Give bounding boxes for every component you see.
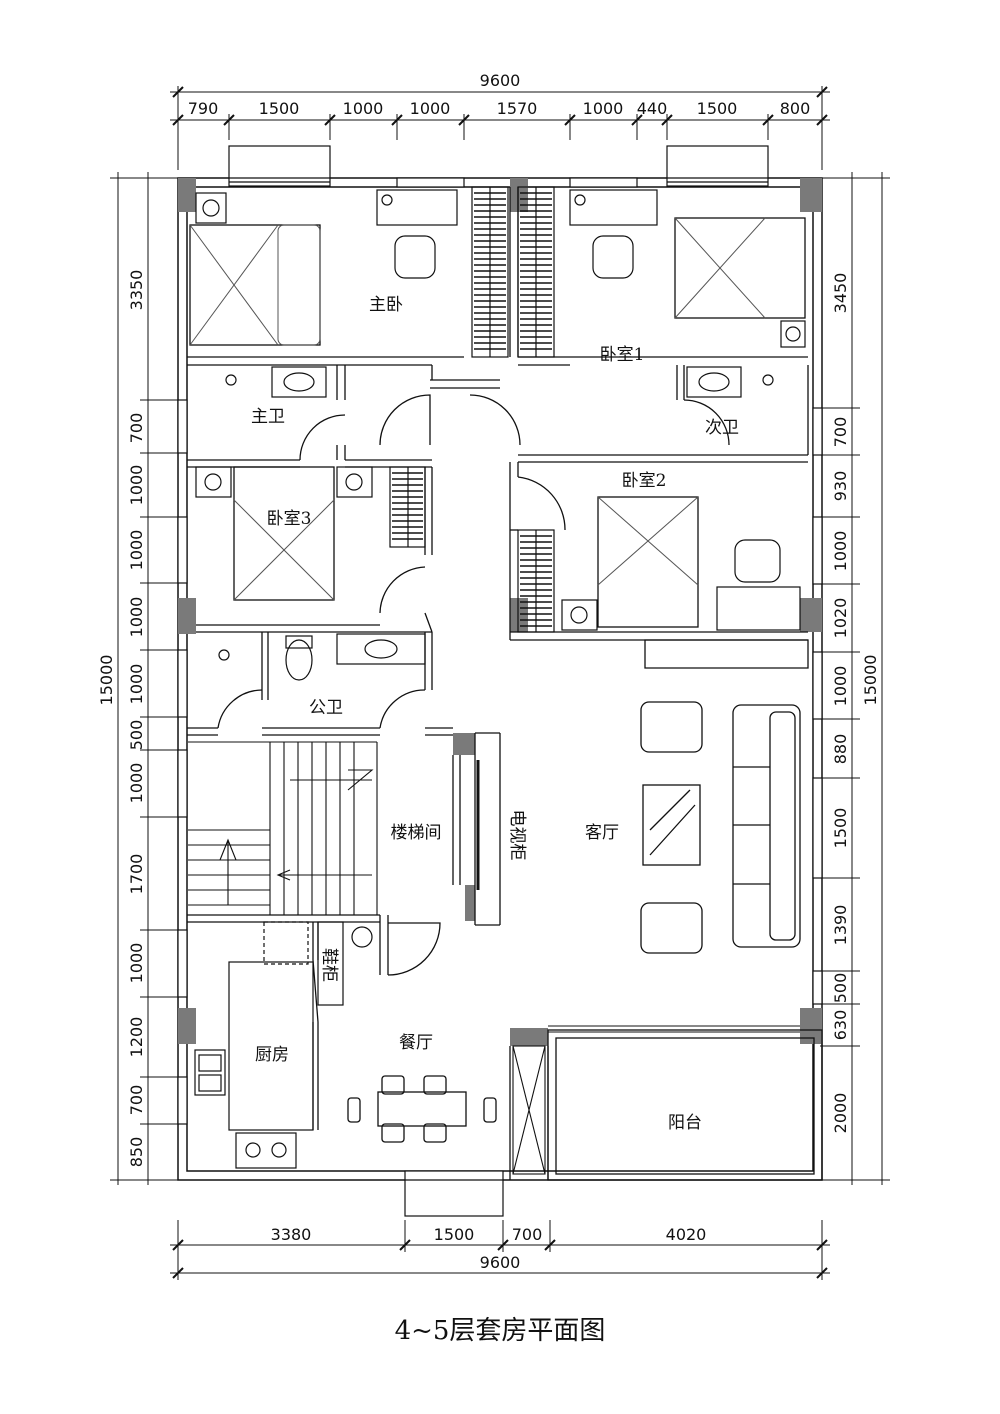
bed-bedroom3: [233, 466, 335, 601]
bathroom-fixtures: [218, 366, 774, 681]
label-living-room: 客厅: [585, 823, 619, 843]
dimension-lines-bottom: [170, 1220, 830, 1280]
dim-left-5: 1000: [127, 664, 146, 705]
dimension-lines-top: [170, 86, 830, 170]
dim-left-4: 1000: [127, 597, 146, 638]
dim-top-1: 790: [188, 99, 219, 118]
kitchen-fixtures: [194, 921, 373, 1169]
dimension-lines-right: [820, 172, 890, 1185]
dim-left-8: 1700: [127, 854, 146, 895]
label-bedroom3: 卧室3: [267, 509, 312, 529]
dim-left-2: 1000: [127, 465, 146, 506]
label-kitchen: 厨房: [255, 1045, 289, 1065]
floor-plan: 9600 790 1500 1000 1000 1570 1000 440 15…: [97, 71, 890, 1280]
label-balcony: 阳台: [668, 1113, 702, 1133]
dim-left-6: 500: [127, 720, 146, 751]
wardrobe-hangers: [520, 192, 552, 350]
dim-ticks-top: [177, 86, 823, 170]
room-labels: 主卧 主卫 卧室1 次卫 卧室2 卧室3 公卫 楼梯间 电视柜 客厅 鞋柜 厨房…: [251, 295, 739, 1133]
label-public-bath: 公卫: [309, 698, 343, 718]
dim-right-4: 1020: [831, 598, 850, 639]
label-stairwell: 楼梯间: [391, 823, 442, 843]
dim-right-9: 500: [831, 973, 850, 1004]
dim-left-10: 1200: [127, 1017, 146, 1058]
dim-top-6: 1000: [583, 99, 624, 118]
label-bedroom1: 卧室1: [600, 345, 645, 365]
bed-bedroom1: [674, 217, 806, 319]
living-furniture: [640, 701, 801, 954]
interior-walls: [187, 187, 823, 1181]
label-bedroom2: 卧室2: [622, 471, 667, 491]
label-tv-cabinet: 电视柜: [507, 810, 527, 861]
dim-right-6: 880: [831, 734, 850, 765]
dim-left-7: 1000: [127, 763, 146, 804]
dim-left-total: 15000: [97, 655, 116, 706]
doors: [217, 379, 730, 1023]
dim-left-outer-1: 3350: [127, 270, 146, 311]
structural-columns: [178, 178, 822, 1046]
dim-right-1: 700: [831, 417, 850, 448]
dim-bottom-1: 3380: [271, 1225, 312, 1244]
label-shoe-cabinet: 鞋柜: [319, 948, 339, 982]
bed-bedroom2: [597, 496, 699, 628]
dim-right-11: 2000: [831, 1093, 850, 1134]
dim-right-total: 15000: [861, 655, 880, 706]
dim-bottom-total: 9600: [480, 1253, 521, 1272]
dim-top-total: 9600: [480, 71, 521, 90]
dim-right-8: 1390: [831, 905, 850, 946]
label-second-bath: 次卫: [705, 418, 739, 438]
dim-top-5: 1570: [497, 99, 538, 118]
wardrobe-hangers: [474, 192, 506, 350]
dim-right-7: 1500: [831, 808, 850, 849]
dim-right-5: 1000: [831, 666, 850, 707]
dim-top-4: 1000: [410, 99, 451, 118]
dim-left-11: 700: [127, 1085, 146, 1116]
plan-title: 4~5层套房平面图: [394, 1316, 606, 1346]
desks: [376, 189, 801, 631]
balcony-sliding-door: [512, 1025, 800, 1175]
dim-left-1: 700: [127, 413, 146, 444]
dim-labels-bottom: 3380 1500 700 4020 9600: [271, 1225, 707, 1272]
dim-top-9: 800: [780, 99, 811, 118]
bed-master: [189, 224, 321, 346]
wardrobe-hangers: [392, 472, 423, 540]
dim-right-2: 930: [831, 471, 850, 502]
dim-labels-top: 790 1500 1000 1000 1570 1000 440 1500 80…: [188, 99, 811, 118]
label-dining-room: 餐厅: [399, 1033, 433, 1053]
dim-bottom-2: 1500: [434, 1225, 475, 1244]
dim-right-3: 1000: [831, 531, 850, 572]
wardrobe-hangers: [520, 535, 552, 627]
dim-right-outer-1: 3450: [831, 273, 850, 314]
dim-top-7: 440: [637, 99, 668, 118]
stairs: [188, 741, 480, 915]
nightstands: [195, 192, 806, 631]
dim-top-2: 1500: [259, 99, 300, 118]
dimension-lines-left: [110, 172, 180, 1185]
label-master-bath: 主卫: [251, 407, 285, 427]
dim-labels-left: 3350 15000 700 1000 1000 1000 1000 500 1…: [97, 270, 146, 1168]
dim-bottom-3: 700: [512, 1225, 543, 1244]
wardrobes: [389, 186, 555, 633]
dining-table: [347, 1075, 497, 1143]
label-master-bedroom: 主卧: [369, 295, 403, 315]
dim-top-3: 1000: [343, 99, 384, 118]
windows: [177, 145, 823, 1217]
dim-left-12: 850: [127, 1137, 146, 1168]
dim-bottom-4: 4020: [666, 1225, 707, 1244]
dim-top-8: 1500: [697, 99, 738, 118]
dim-left-3: 1000: [127, 530, 146, 571]
dim-right-10: 630: [831, 1010, 850, 1041]
dim-labels-right: 3450 15000 700 930 1000 1020 1000 880 15…: [831, 273, 880, 1134]
dim-left-9: 1000: [127, 943, 146, 984]
